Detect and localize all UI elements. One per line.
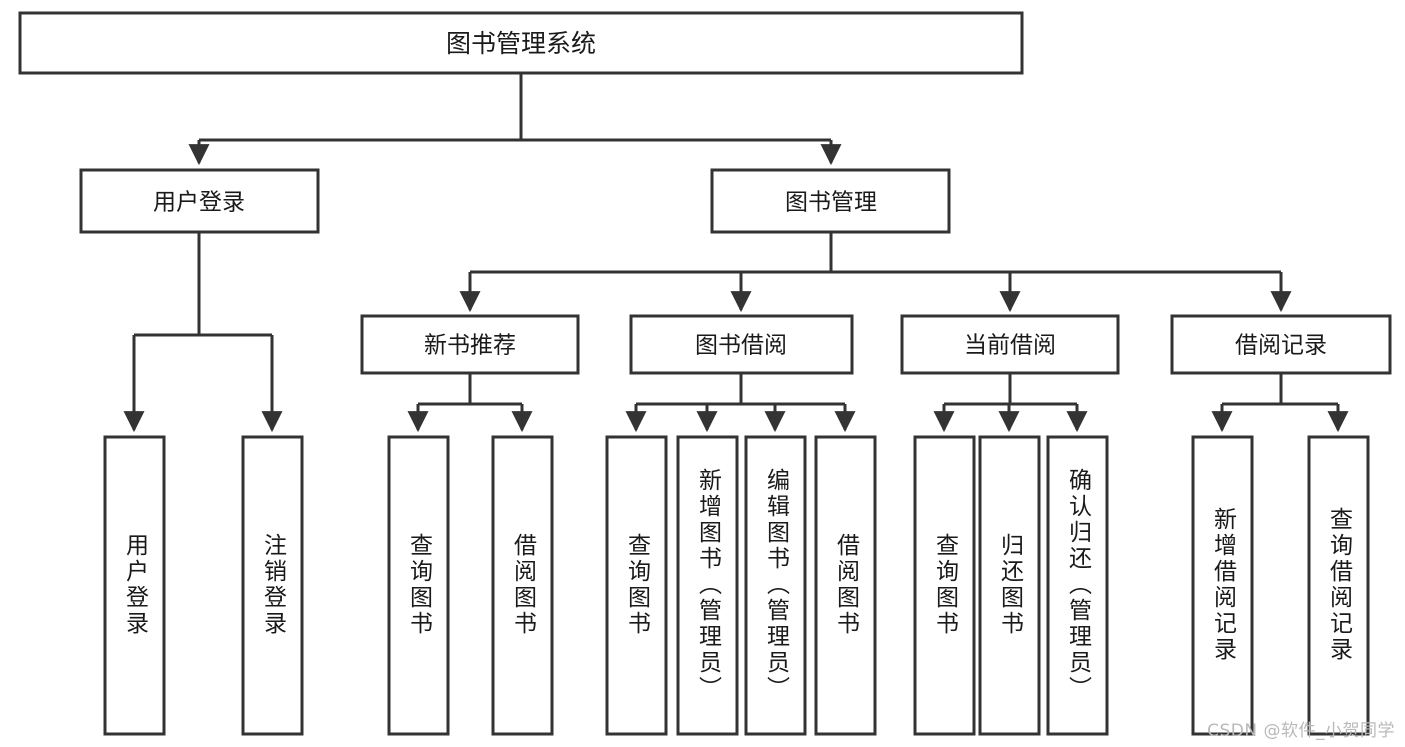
node-borrow-record[interactable]: 借阅记录: [1170, 314, 1392, 375]
node-leaf-return-book[interactable]: 归还图书: [978, 435, 1041, 736]
node-leaf-query-book-3-label: 查询图书: [932, 533, 960, 637]
node-book-manage-label: 图书管理: [785, 190, 877, 216]
node-leaf-logout[interactable]: 注销登录: [241, 435, 304, 736]
node-borrow-record-label: 借阅记录: [1235, 333, 1327, 359]
edge-currentborrow-to-leaves: [933, 373, 1088, 433]
node-leaf-borrow-book-1-label: 借阅图书: [510, 533, 538, 637]
node-leaf-add-book-label: 新增图书（管理员）: [695, 468, 723, 702]
node-leaf-edit-book-label: 编辑图书（管理员）: [763, 468, 791, 702]
edge-root-to-level2: [188, 73, 842, 166]
node-leaf-add-record[interactable]: 新增借阅记录: [1191, 435, 1254, 736]
node-leaf-return-book-label: 归还图书: [997, 533, 1025, 637]
node-leaf-edit-book[interactable]: 编辑图书（管理员）: [744, 435, 807, 736]
node-leaf-add-book[interactable]: 新增图书（管理员）: [676, 435, 739, 736]
node-new-book-recommend[interactable]: 新书推荐: [360, 314, 580, 375]
node-leaf-borrow-book-2[interactable]: 借阅图书: [814, 435, 877, 736]
node-leaf-user-login[interactable]: 用户登录: [103, 435, 166, 736]
node-current-borrow[interactable]: 当前借阅: [900, 314, 1120, 375]
node-leaf-confirm-return-label: 确认归还（管理员）: [1065, 468, 1093, 702]
node-leaf-borrow-book-1[interactable]: 借阅图书: [491, 435, 554, 736]
node-root[interactable]: 图书管理系统: [18, 11, 1024, 75]
node-leaf-query-record-label: 查询借阅记录: [1326, 507, 1354, 663]
node-leaf-query-book-2-label: 查询图书: [624, 533, 652, 637]
edge-newbook-to-leaves: [407, 373, 533, 433]
node-book-manage[interactable]: 图书管理: [710, 168, 951, 234]
node-book-borrow[interactable]: 图书借阅: [629, 314, 854, 375]
edge-borrowrecord-to-leaves: [1211, 373, 1349, 433]
node-leaf-query-book-1[interactable]: 查询图书: [387, 435, 450, 736]
node-user-login-label: 用户登录: [153, 190, 245, 216]
node-leaf-query-book-3[interactable]: 查询图书: [913, 435, 976, 736]
edge-bookborrow-to-leaves: [625, 373, 856, 433]
node-leaf-user-login-label: 用户登录: [122, 533, 150, 637]
node-leaf-query-record[interactable]: 查询借阅记录: [1307, 435, 1370, 736]
node-leaf-query-book-1-label: 查询图书: [406, 533, 434, 637]
node-leaf-query-book-2[interactable]: 查询图书: [605, 435, 668, 736]
node-leaf-add-record-label: 新增借阅记录: [1210, 507, 1238, 663]
node-leaf-logout-label: 注销登录: [260, 533, 288, 637]
edge-userlogin-to-leaves: [123, 232, 283, 433]
node-current-borrow-label: 当前借阅: [964, 333, 1056, 359]
node-root-label: 图书管理系统: [446, 29, 596, 58]
node-leaf-borrow-book-2-label: 借阅图书: [833, 533, 861, 637]
edge-bookmanage-to-level3: [459, 232, 1292, 313]
node-book-borrow-label: 图书借阅: [695, 333, 787, 359]
node-new-book-recommend-label: 新书推荐: [424, 333, 516, 359]
node-user-login[interactable]: 用户登录: [79, 168, 320, 234]
node-leaf-confirm-return[interactable]: 确认归还（管理员）: [1046, 435, 1109, 736]
